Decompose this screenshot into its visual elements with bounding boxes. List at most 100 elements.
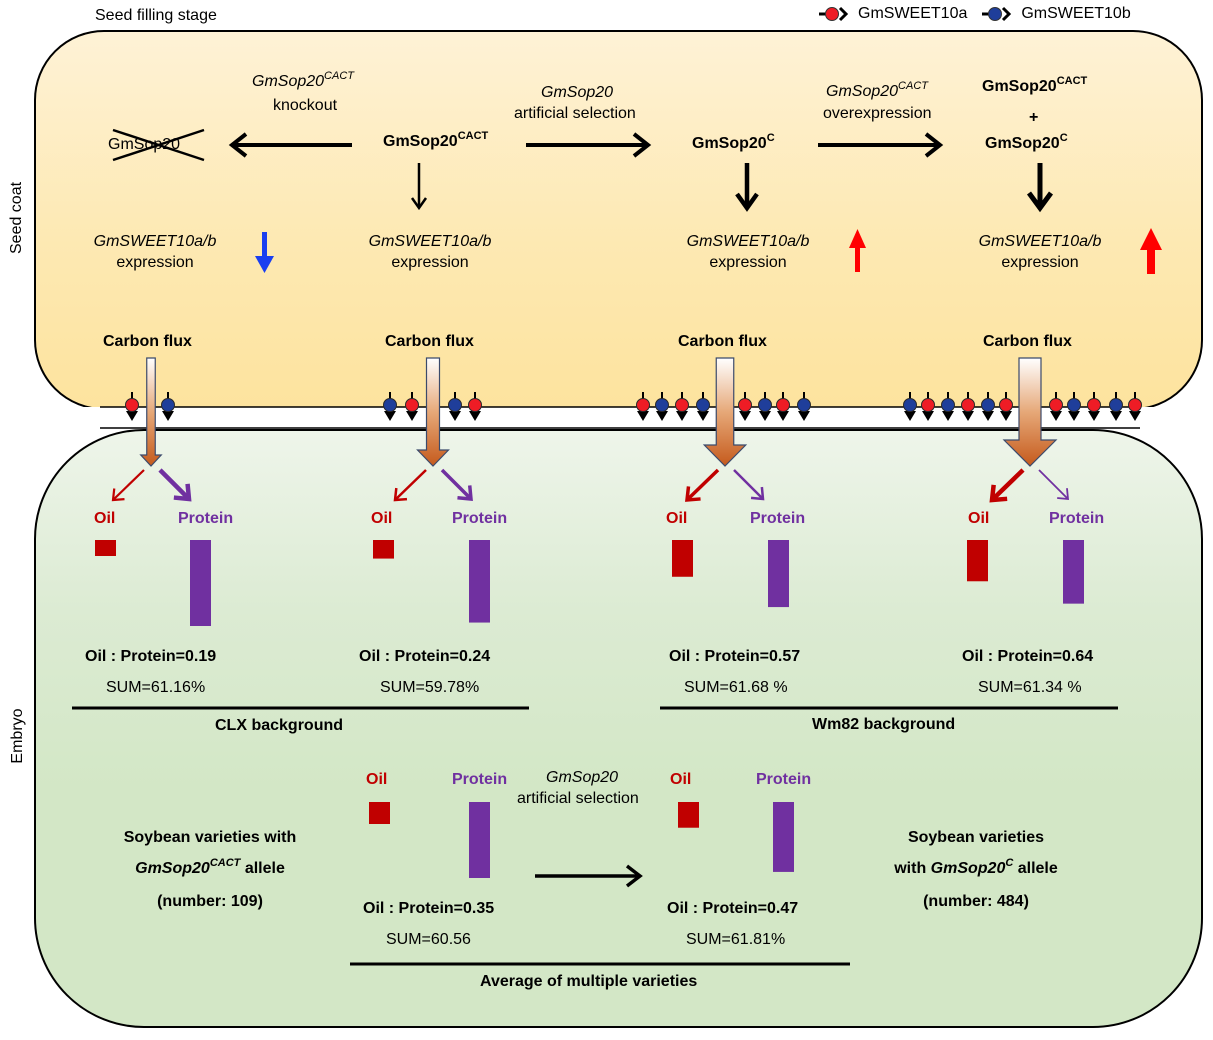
oil-label-1: Oil (94, 510, 116, 527)
combo-to-expression-arrow (1026, 163, 1054, 213)
ratio-label-2: Oil : Protein=0.24 (359, 648, 491, 665)
carbon-flux-arrow (702, 357, 748, 467)
varieties-cact: Soybean varieties with GmSop20CACT allel… (123, 829, 297, 910)
ratio-label-3: Oil : Protein=0.57 (669, 648, 801, 665)
oil-bar-avg (369, 802, 390, 824)
transporter-gmsweet10a-icon (738, 392, 752, 421)
arrow-up-icon (849, 229, 866, 272)
sum-label-avg-1: SUM=60.56 (386, 931, 471, 948)
oil-label-3: Oil (666, 510, 688, 527)
carbon-flux-arrow (1002, 357, 1058, 467)
sum-label-4: SUM=61.34 % (978, 679, 1082, 696)
overexpression-arrow (818, 132, 944, 158)
transporter-gmsweet10a-icon (468, 392, 482, 421)
protein-branch-arrow (733, 469, 765, 501)
overexp-label: overexpression (823, 105, 932, 122)
oil-branch-arrow (989, 468, 1025, 503)
genotype-combo-top: GmSop20CACT (982, 75, 1088, 95)
oil-bar (373, 540, 394, 559)
carbon-flux-label-4: Carbon flux (983, 333, 1072, 350)
stage-title: Seed filling stage (95, 7, 217, 24)
protein-label-1: Protein (178, 510, 234, 527)
average-label: Average of multiple varieties (480, 973, 698, 990)
legend: GmSWEET10a GmSWEET10b (818, 5, 1131, 23)
carbon-flux-arrow (416, 357, 450, 467)
c-to-expression-arrow (735, 163, 759, 212)
arrow-down-icon (255, 232, 274, 273)
protein-bar (768, 540, 789, 608)
transporter-gmsweet10b-icon (981, 392, 995, 421)
transporter-blue-icon (982, 6, 1012, 22)
knockout-gene-label: GmSop20CACT (252, 70, 354, 90)
genotype-c: GmSop20C (692, 132, 775, 152)
protein-label-3: Protein (750, 510, 806, 527)
average-selection-arrow (535, 864, 643, 888)
protein-branch-arrow (158, 468, 192, 502)
oil-bar (95, 540, 116, 556)
oil-branch-arrow (393, 469, 427, 502)
transporter-gmsweet10b-icon (383, 392, 397, 421)
cact-to-expression-arrow (410, 163, 428, 211)
transporter-gmsweet10a-icon (921, 392, 935, 421)
selection-arrow (526, 132, 652, 158)
carbon-flux-label-2: Carbon flux (385, 333, 474, 350)
carbon-flux-arrow (139, 357, 163, 467)
genotype-cact: GmSop20CACT (383, 130, 489, 150)
selection-gene-label: GmSop20 (541, 84, 614, 101)
protein-label-4: Protein (1049, 510, 1105, 527)
transporter-gmsweet10b-icon (903, 392, 917, 421)
ratio-label-4: Oil : Protein=0.64 (962, 648, 1094, 665)
knockout-label: knockout (273, 97, 338, 114)
overexp-gene-label: GmSop20CACT (826, 80, 928, 100)
transporter-gmsweet10b-icon (941, 392, 955, 421)
embryo-region (34, 429, 1203, 1028)
oil-label-avg-1: Oil (366, 771, 388, 788)
avg-selection-gene: GmSop20 (546, 769, 619, 786)
transporter-gmsweet10a-icon (961, 392, 975, 421)
ratio-label-avg-1: Oil : Protein=0.35 (363, 900, 495, 917)
sum-label-2: SUM=59.78% (380, 679, 480, 696)
protein-branch-arrow (1038, 469, 1069, 500)
membrane (36, 392, 1198, 429)
carbon-flux-label-3: Carbon flux (678, 333, 767, 350)
transporter-gmsweet10a-icon (125, 392, 139, 421)
protein-label-2: Protein (452, 510, 508, 527)
selection-label: artificial selection (514, 105, 636, 122)
transporter-gmsweet10b-icon (161, 392, 175, 421)
wm82-background-label: Wm82 background (812, 716, 956, 733)
arrow-up-strong-icon (1140, 228, 1162, 274)
transporter-gmsweet10a-icon (1087, 392, 1101, 421)
carbon-flux-label-1: Carbon flux (103, 333, 192, 350)
protein-label-avg-2: Protein (756, 771, 812, 788)
transporter-gmsweet10b-icon (655, 392, 669, 421)
protein-branch-arrow (440, 468, 473, 501)
transporter-gmsweet10a-icon (405, 392, 419, 421)
protein-bar-avg (773, 802, 794, 872)
protein-bar (190, 540, 211, 626)
knocked-out-gene: GmSop20 (108, 136, 181, 153)
transporter-gmsweet10b-icon (758, 392, 772, 421)
oil-label-4: Oil (968, 510, 990, 527)
sum-label-avg-2: SUM=61.81% (686, 931, 786, 948)
oil-branch-arrow (685, 468, 720, 502)
branch-arrows (111, 468, 1069, 503)
transporter-gmsweet10a-icon (1049, 392, 1063, 421)
ratio-label-avg-2: Oil : Protein=0.47 (667, 900, 799, 917)
transporter-red-icon (819, 6, 849, 22)
varieties-c: Soybean varieties with GmSop20C allele (… (894, 829, 1058, 910)
transporter-gmsweet10b-icon (448, 392, 462, 421)
protein-bar (469, 540, 490, 623)
transporter-gmsweet10b-icon (1067, 392, 1081, 421)
transporter-gmsweet10a-icon (776, 392, 790, 421)
transporter-gmsweet10b-icon (696, 392, 710, 421)
transporter-gmsweet10b-icon (1109, 392, 1123, 421)
protein-bar (1063, 540, 1084, 604)
transporter-gmsweet10b-icon (797, 392, 811, 421)
oil-branch-arrow (111, 469, 145, 502)
seed-coat-region (34, 30, 1203, 410)
transporter-gmsweet10a-icon (636, 392, 650, 421)
